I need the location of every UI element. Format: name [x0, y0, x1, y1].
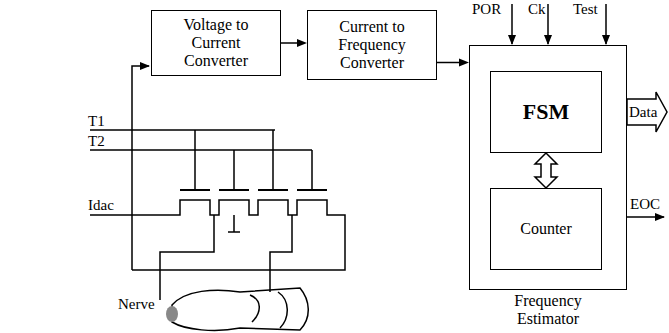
signal-name: Ck: [528, 1, 546, 18]
test-arrow: [605, 4, 607, 44]
box-text: Voltage to Current Converter: [158, 16, 274, 70]
counter-box: Counter: [490, 188, 602, 270]
converter-box: Voltage to Current Converter: [151, 10, 281, 76]
electrode-wire: [160, 215, 292, 262]
t1-gate-line: [90, 130, 275, 190]
ck-arrow: [547, 4, 549, 44]
por-arrow: [511, 4, 513, 44]
bus-name: Data: [629, 104, 657, 121]
box-text: Counter: [520, 220, 572, 238]
nerve-drawing: [172, 288, 308, 330]
box-text: FSM: [523, 100, 569, 125]
sense-wire: [132, 66, 149, 270]
eoc-arrow: [627, 216, 664, 218]
signal-name: T2: [88, 133, 105, 150]
nerve-fibers: [250, 292, 287, 328]
ground-stub: [228, 215, 240, 232]
box-text: Current to Frequency Converter: [314, 18, 430, 72]
connector: [437, 59, 469, 67]
t2-gate-line: [90, 150, 312, 190]
gate-plates: [180, 189, 327, 191]
signal-name: Test: [573, 1, 598, 18]
transistor-chain: [90, 200, 345, 270]
box-caption: Frequency Estimator: [493, 292, 603, 328]
connector: [535, 153, 557, 188]
converter-box: Current to Frequency Converter: [307, 10, 437, 80]
estimator-box: Frequency EstimatorFSMCounter: [469, 45, 627, 290]
nerve-tip: [166, 306, 178, 322]
signal-name: EOC: [630, 196, 660, 213]
signal-name: T1: [88, 113, 105, 130]
fsm-box: FSM: [490, 71, 602, 153]
data-bus-arrow: [627, 92, 667, 132]
signal-name: Idac: [88, 197, 114, 214]
signal-name: POR: [472, 1, 501, 18]
connector: [281, 39, 307, 47]
electrode-leads: [160, 262, 270, 300]
part-name: Nerve: [118, 296, 155, 313]
